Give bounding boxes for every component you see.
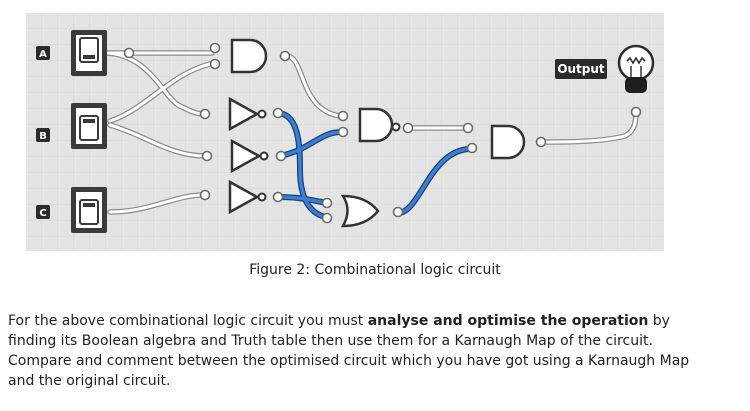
input-B[interactable]: B [36, 103, 107, 149]
input-A[interactable]: A [36, 30, 107, 76]
toggle-switch-icon[interactable] [71, 187, 107, 233]
not-gate-icon [228, 179, 260, 215]
not-gate-3 [228, 179, 267, 215]
output-label: Output [557, 62, 605, 76]
and-gate-icon [230, 38, 268, 74]
input-tag-B [36, 128, 50, 142]
and-gate-3 [490, 124, 526, 160]
figure-caption: Figure 2: Combinational logic circuit [249, 262, 501, 278]
and-gate-2 [358, 107, 401, 143]
not-gate-icon [230, 138, 262, 174]
not-gate-icon [228, 96, 260, 132]
not-gate-1 [228, 96, 267, 132]
input-C[interactable]: C [36, 187, 107, 233]
input-label-A: A [39, 49, 47, 60]
and-gate-icon [490, 124, 526, 160]
and-gate-1 [230, 38, 268, 74]
and-gate-icon [358, 107, 394, 143]
or-gate [340, 194, 380, 228]
toggle-switch-icon[interactable] [71, 30, 107, 76]
connection-nodes [123, 42, 642, 224]
instruction-text-part-2: by finding its Boolean algebra and Truth… [8, 313, 690, 389]
input-tag-A [36, 46, 50, 60]
instruction-paragraph: For the above combinational logic circui… [8, 311, 713, 391]
output-label-badge: Output [555, 59, 607, 79]
instruction-text-part-1: For the above combinational logic circui… [8, 313, 368, 329]
input-label-B: B [39, 131, 47, 142]
input-tag-C [36, 205, 50, 219]
toggle-switch-icon[interactable] [71, 103, 107, 149]
logic-circuit-diagram: A B C [26, 13, 664, 251]
input-label-C: C [39, 208, 46, 219]
not-gate-2 [230, 138, 269, 174]
light-bulb-icon [617, 44, 655, 93]
or-gate-icon [340, 194, 380, 228]
instruction-bold-phrase: analyse and optimise the operation [367, 313, 649, 329]
